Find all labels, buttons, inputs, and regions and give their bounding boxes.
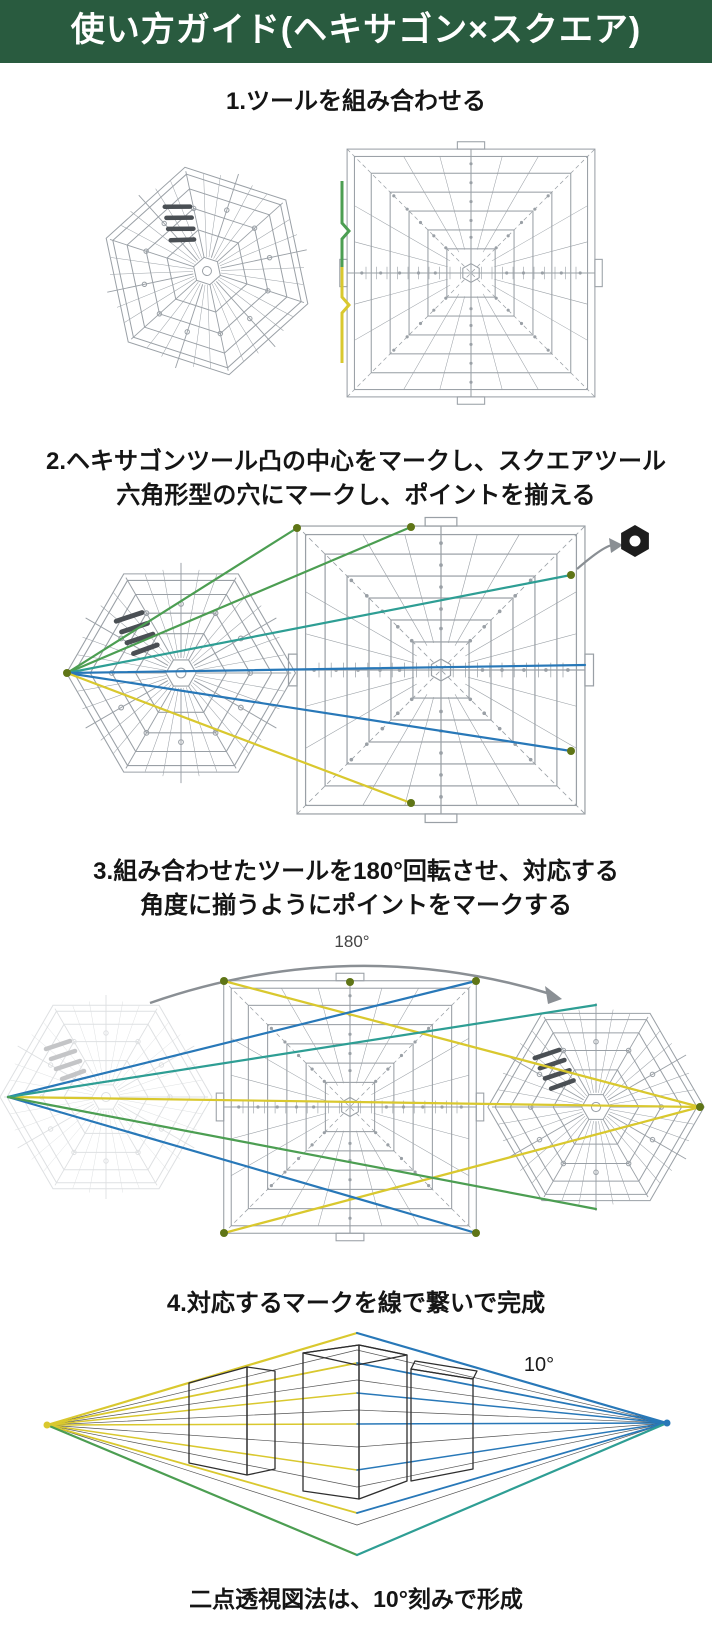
hexagon-ruler: [105, 166, 309, 376]
tool-connector-highlight: [340, 180, 351, 363]
page-title-banner: 使い方ガイド(ヘキサゴン×スクエア): [0, 0, 712, 63]
two-point-perspective-illustration: 10°: [43, 1332, 671, 1557]
step-1-label: 1.ツールを組み合わせる: [6, 85, 706, 119]
rotate-180-illustration: 180°: [0, 932, 705, 1242]
square-ruler: [339, 141, 603, 405]
step-4-label: 4.対応するマークを線で繋いで完成: [6, 1287, 706, 1321]
marked-points: [63, 523, 575, 808]
step-4-section: 4.対応するマークを線で繋いで完成 10°: [0, 1287, 712, 1568]
logo-marks: [162, 204, 197, 243]
step-3-label-line-1: 3.組み合わせたツールを180°回転させ、対応する: [93, 858, 619, 886]
box-left: [188, 1366, 248, 1476]
rotation-angle-label: 180°: [334, 932, 369, 951]
step-1-section: 1.ツールを組み合わせる: [0, 85, 712, 423]
step-4-figure: 10°: [0, 1323, 712, 1568]
rotated-alignment-lines: [6, 980, 702, 1235]
hexagon-nut-icon: [576, 525, 649, 570]
logo-marks: [532, 1047, 576, 1092]
box-middle-top: [302, 1344, 408, 1366]
step-1-figure: [0, 121, 712, 423]
rotation-arrow: [149, 964, 562, 1005]
box-right-top: [410, 1360, 478, 1380]
step-2-label: 2.ヘキサゴンツール凸の中心をマークし、スクエアツール 六角形型の穴にマークし、…: [6, 445, 706, 513]
step-2-label-line-2: 六角形型の穴にマークし、ポイントを揃える: [116, 481, 596, 509]
step-4-label-line: 4.対応するマークを線で繋いで完成: [166, 1290, 546, 1318]
step-1-label-line: 1.ツールを組み合わせる: [225, 87, 486, 115]
step-3-label: 3.組み合わせたツールを180°回転させ、対応する 角度に揃うようにポイントをマ…: [6, 855, 706, 923]
footer-caption: 二点透視図法は、10°刻みで形成: [189, 1586, 523, 1613]
perspective-boxes: [188, 1344, 478, 1500]
perspective-lattice: [43, 1332, 671, 1557]
step-2-label-line-1: 2.ヘキサゴンツール凸の中心をマークし、スクエアツール: [45, 447, 666, 475]
step-3-section: 3.組み合わせたツールを180°回転させ、対応する 角度に揃うようにポイントをマ…: [0, 855, 712, 1265]
step-2-section: 2.ヘキサゴンツール凸の中心をマークし、スクエアツール 六角形型の穴にマークし、…: [0, 445, 712, 833]
box-right: [410, 1368, 474, 1482]
step-3-figure: 180°: [0, 925, 712, 1265]
step-3-label-line-2: 角度に揃うようにポイントをマークする: [140, 892, 572, 920]
step-2-figure: [0, 515, 712, 833]
alignment-lines: [65, 525, 587, 805]
logo-marks: [43, 1038, 87, 1082]
square-ruler: [287, 516, 595, 824]
mark-points-illustration: [63, 516, 649, 824]
increment-angle-label: 10°: [524, 1354, 554, 1376]
marked-points: [220, 977, 704, 1238]
combined-tools-illustration: [105, 141, 603, 405]
page-title: 使い方ガイド(ヘキサゴン×スクエア): [70, 11, 642, 49]
box-left-side: [246, 1366, 276, 1476]
